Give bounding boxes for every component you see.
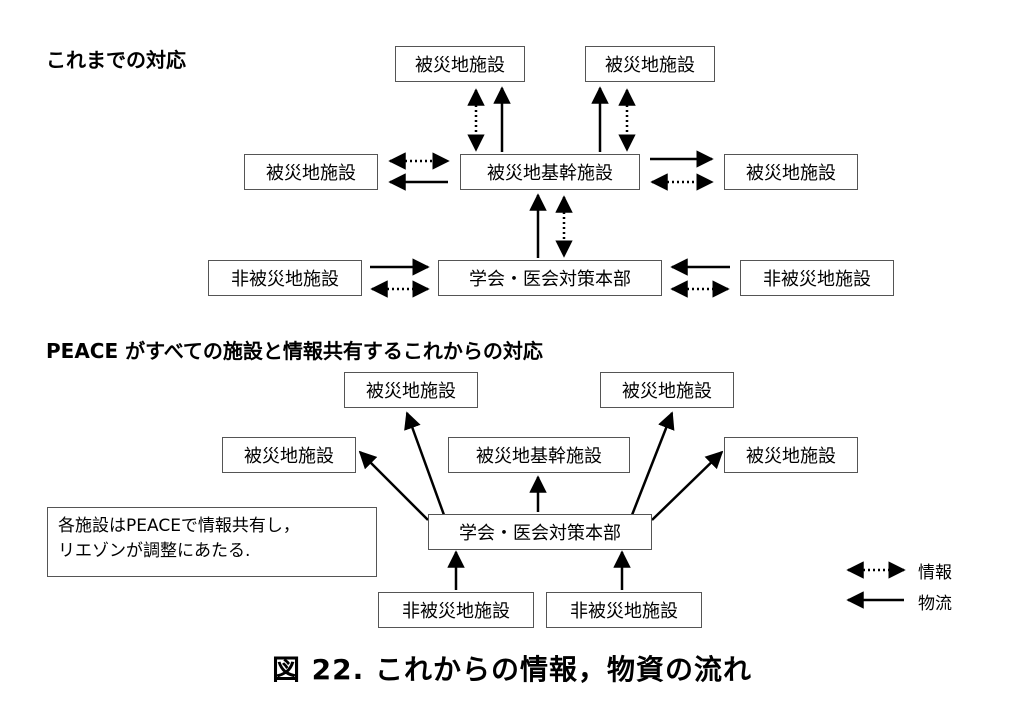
goods-arrow-society-left	[358, 450, 429, 521]
legend-info-label: 情報	[918, 563, 952, 583]
future-node-top-right: 被災地施設	[600, 372, 734, 408]
goods-arrow-society-topleft	[404, 411, 446, 516]
future-node-right: 被災地施設	[724, 437, 858, 473]
note-line-2: リエゾンが調整にあたる.	[58, 541, 251, 561]
current-node-left: 被災地施設	[244, 154, 378, 190]
current-node-bottom-right: 非被災地施設	[740, 260, 894, 296]
current-node-right: 被災地施設	[724, 154, 858, 190]
future-node-top-left: 被災地施設	[344, 372, 478, 408]
future-node-left: 被災地施設	[222, 437, 356, 473]
current-node-top-left: 被災地施設	[395, 46, 525, 82]
current-node-top-right: 被災地施設	[585, 46, 715, 82]
future-node-bottom-right: 非被災地施設	[546, 592, 702, 628]
note-line-1: 各施設はPEACEで情報共有し，	[58, 516, 300, 536]
legend-goods-label: 物流	[918, 594, 952, 614]
figure-caption: 図 22. これからの情報，物資の流れ	[271, 653, 753, 686]
goods-arrow-society-topright	[630, 411, 675, 516]
goods-arrow-society-right	[651, 450, 724, 521]
section-current-title: これまでの対応	[46, 48, 186, 72]
current-node-hub: 被災地基幹施設	[460, 154, 640, 190]
current-node-bottom-left: 非被災地施設	[208, 260, 362, 296]
future-node-bottom-left: 非被災地施設	[378, 592, 534, 628]
future-node-society: 学会・医会対策本部	[428, 514, 652, 550]
future-node-hub: 被災地基幹施設	[448, 437, 630, 473]
section-future-title: PEACE がすべての施設と情報共有するこれからの対応	[46, 339, 543, 363]
current-node-society: 学会・医会対策本部	[438, 260, 662, 296]
liaison-note: 各施設はPEACEで情報共有し， リエゾンが調整にあたる.	[47, 507, 377, 577]
